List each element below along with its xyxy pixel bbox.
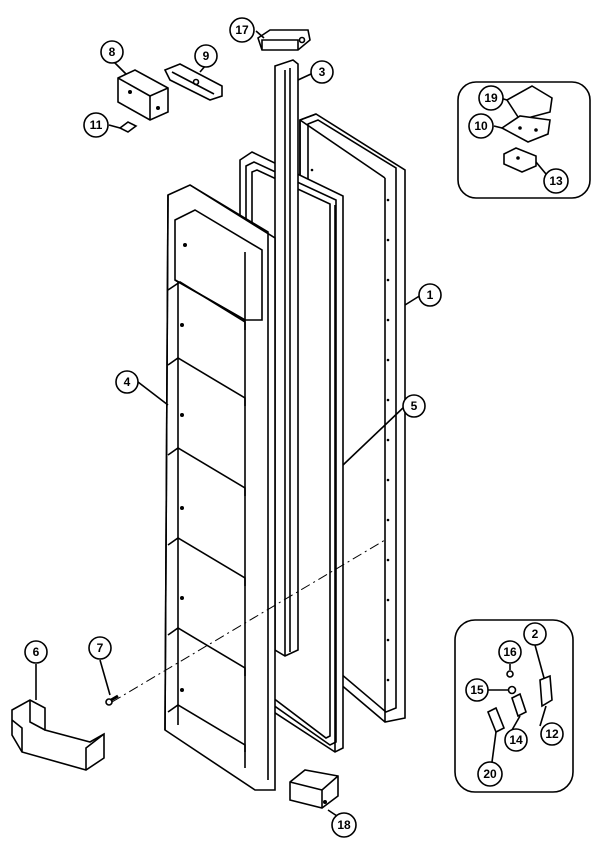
callout-10: 10	[468, 113, 494, 139]
callout-2: 2	[523, 622, 547, 646]
screw-part	[105, 694, 119, 706]
callout-7-label: 7	[97, 641, 104, 655]
switch-actuator-part	[163, 63, 223, 101]
callout-17: 17	[229, 17, 255, 43]
callout-13: 13	[543, 168, 569, 194]
callout-5: 5	[402, 394, 426, 418]
callout-14: 14	[504, 728, 528, 752]
callout-8: 8	[100, 40, 124, 64]
screw-center-line	[111, 539, 386, 703]
callout-11: 11	[83, 112, 109, 138]
shelf-end-cap	[11, 699, 105, 771]
callout-16-label: 16	[503, 645, 517, 659]
callout-15-label: 15	[470, 683, 484, 697]
callout-5-label: 5	[411, 399, 418, 413]
callout-6-label: 6	[33, 645, 40, 659]
breaker-strip	[274, 59, 299, 657]
callout-20-label: 20	[483, 767, 497, 781]
callout-11-label: 11	[90, 118, 103, 132]
leader-lines	[35, 30, 547, 819]
callout-12: 12	[540, 722, 564, 746]
callout-14-label: 14	[509, 733, 523, 747]
clip-part	[118, 121, 138, 133]
closer-inset-box	[454, 619, 574, 793]
door-switch-part	[117, 69, 169, 121]
callout-1-label: 1	[427, 288, 434, 302]
callout-18-label: 18	[337, 818, 351, 832]
callout-6: 6	[24, 640, 48, 664]
callout-1: 1	[418, 283, 442, 307]
callout-3-label: 3	[319, 65, 326, 79]
callout-4: 4	[115, 370, 139, 394]
callout-9-label: 9	[203, 49, 210, 63]
callout-3: 3	[310, 60, 334, 84]
callout-2-label: 2	[532, 627, 539, 641]
callout-13-label: 13	[549, 174, 563, 188]
callout-19-label: 19	[484, 91, 498, 105]
callout-20: 20	[477, 761, 503, 787]
callout-15: 15	[465, 678, 489, 702]
hinge-inset-box	[457, 81, 591, 199]
door-liner	[164, 184, 276, 791]
callout-10-label: 10	[474, 119, 488, 133]
callout-9: 9	[194, 44, 218, 68]
callout-4-label: 4	[124, 375, 131, 389]
bottom-hinge-cover	[289, 769, 339, 809]
callout-7: 7	[88, 636, 112, 660]
top-hinge-cover	[257, 29, 311, 51]
callout-17-label: 17	[235, 23, 249, 37]
callout-8-label: 8	[109, 45, 116, 59]
callout-12-label: 12	[545, 727, 559, 741]
callout-16: 16	[498, 640, 522, 664]
callout-18: 18	[331, 812, 357, 838]
callout-19: 19	[478, 85, 504, 111]
